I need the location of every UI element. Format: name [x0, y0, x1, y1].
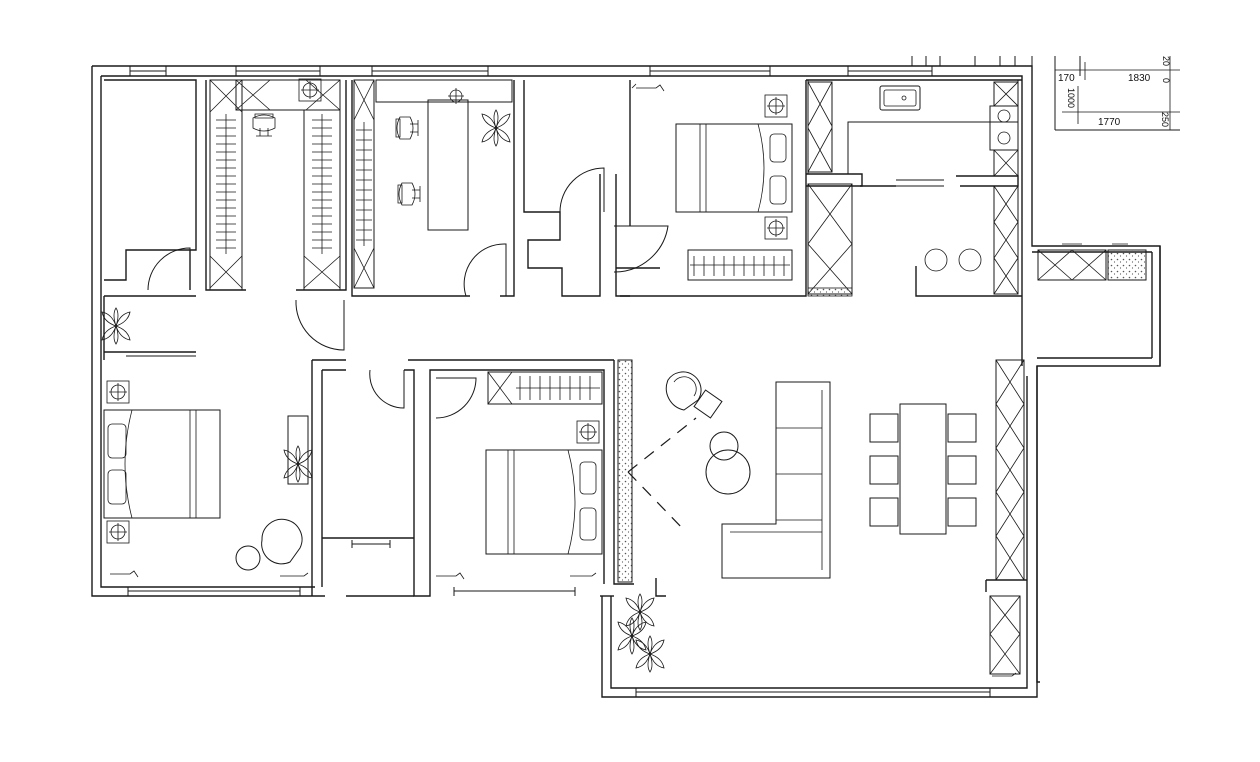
study-furniture [252, 78, 513, 231]
balcony-cabinets [1037, 243, 1147, 281]
dimension-annotations: 170 1830 1000 1770 250 20 0 [1055, 56, 1180, 130]
plants [101, 307, 1017, 677]
bedroom-top [631, 83, 793, 240]
dim-side: 1000 [1066, 88, 1076, 108]
dim-top-right: 1830 [1128, 73, 1151, 84]
wardrobes [209, 79, 793, 405]
exterior-walls [91, 56, 1180, 698]
dim-edge-a: 20 [1161, 56, 1171, 66]
dim-bottom: 1770 [1098, 117, 1121, 128]
kitchen [807, 80, 1019, 297]
interior-walls [103, 79, 1027, 597]
doors [147, 167, 944, 419]
bedroom-middle [436, 420, 603, 580]
bedroom-master [103, 380, 313, 578]
windows [127, 56, 1016, 697]
dim-edge-b: 0 [1161, 78, 1171, 83]
dim-side-right: 250 [1160, 112, 1170, 127]
partition-wall [617, 359, 697, 583]
dim-top-left: 170 [1058, 73, 1075, 84]
living-room [665, 359, 1025, 675]
